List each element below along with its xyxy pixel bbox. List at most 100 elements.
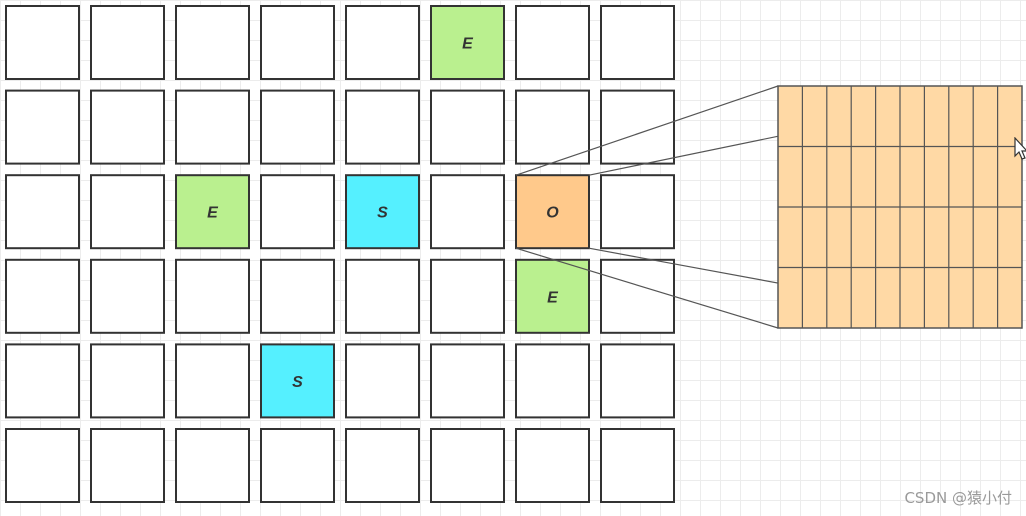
grid-cell [345, 5, 420, 80]
cell-box [260, 5, 335, 80]
grid-cell [430, 428, 505, 503]
watermark: CSDN @猿小付 [904, 489, 1012, 507]
cell-box [515, 428, 590, 503]
grid-cell [600, 89, 675, 165]
grid-cell [345, 258, 420, 334]
grid-cell [90, 258, 165, 334]
grid-cell-empty: E [515, 258, 590, 334]
cell-box [260, 428, 335, 503]
grid-cell [5, 174, 80, 250]
grid-cell [260, 428, 335, 503]
cell-box [175, 89, 250, 165]
grid-cell [430, 343, 505, 419]
cell-grid: E E S O E S [5, 5, 675, 503]
grid-cell-empty: E [430, 5, 505, 80]
grid-cell [90, 343, 165, 419]
cell-box [90, 89, 165, 165]
cell-box [5, 343, 80, 419]
cell-label: E [547, 289, 559, 306]
grid-cell [90, 89, 165, 165]
grid-cell [175, 428, 250, 503]
cell-box [175, 258, 250, 334]
grid-cell [260, 89, 335, 165]
cell-box [90, 258, 165, 334]
grid-cell [600, 5, 675, 80]
grid-cell [600, 428, 675, 503]
cell-box [430, 89, 505, 165]
cell-label: S [292, 374, 303, 391]
grid-cell [260, 174, 335, 250]
cell-box [515, 5, 590, 80]
grid-cell [175, 343, 250, 419]
cell-box [175, 174, 250, 250]
zoom-connector-line [515, 85, 779, 176]
grid-cell [260, 258, 335, 334]
cell-box [90, 174, 165, 250]
cell-box [600, 174, 675, 250]
cell-box [260, 89, 335, 165]
cell-box [600, 428, 675, 503]
cell-label: S [377, 205, 388, 222]
grid-cell [430, 89, 505, 165]
grid-cell [600, 258, 675, 334]
cell-box [430, 428, 505, 503]
cell-box [5, 89, 80, 165]
cell-box [600, 89, 675, 165]
cell-box [90, 428, 165, 503]
grid-cell [600, 343, 675, 419]
cell-box [260, 343, 335, 419]
grid-cell [175, 258, 250, 334]
grid-cell [90, 428, 165, 503]
cell-box [515, 174, 590, 250]
cell-box [515, 258, 590, 334]
cell-label: E [207, 205, 219, 222]
zoom-connector-line [515, 247, 779, 329]
cell-box [345, 258, 420, 334]
grid-cell-special: S [345, 174, 420, 250]
cell-box [345, 5, 420, 80]
grid-cell [430, 258, 505, 334]
cell-box [5, 258, 80, 334]
cell-box [600, 258, 675, 334]
cell-box [5, 174, 80, 250]
grid-cell [260, 5, 335, 80]
grid-cell [5, 5, 80, 80]
grid-cell [345, 89, 420, 165]
cell-box [5, 428, 80, 503]
cell-box [90, 5, 165, 80]
grid-cell [345, 428, 420, 503]
grid-cell [515, 5, 590, 80]
cell-label: E [462, 36, 474, 53]
grid-cell [90, 5, 165, 80]
cell-box [430, 174, 505, 250]
grid-cell [515, 428, 590, 503]
cell-box [430, 5, 505, 80]
grid-cell [515, 89, 590, 165]
grid-cell-special: S [260, 343, 335, 419]
cell-box [90, 343, 165, 419]
cell-box [175, 343, 250, 419]
grid-cell [600, 174, 675, 250]
grid-cell [345, 343, 420, 419]
cell-box [260, 258, 335, 334]
cell-box [430, 258, 505, 334]
grid-cell [175, 89, 250, 165]
cell-box [345, 428, 420, 503]
grid-cell [175, 5, 250, 80]
cell-box [515, 89, 590, 165]
cell-box [515, 343, 590, 419]
zoomed-cell-detail [777, 85, 1023, 329]
grid-cell [90, 174, 165, 250]
cell-box [345, 174, 420, 250]
grid-cell-origin: O [515, 174, 590, 250]
grid-cell [5, 258, 80, 334]
mouse-cursor-icon [1014, 137, 1026, 160]
cell-box [345, 89, 420, 165]
cell-box [175, 5, 250, 80]
cell-box [345, 343, 420, 419]
grid-cell [5, 89, 80, 165]
grid-cell [430, 174, 505, 250]
grid-cell [515, 343, 590, 419]
cell-box [260, 174, 335, 250]
cell-box [600, 343, 675, 419]
